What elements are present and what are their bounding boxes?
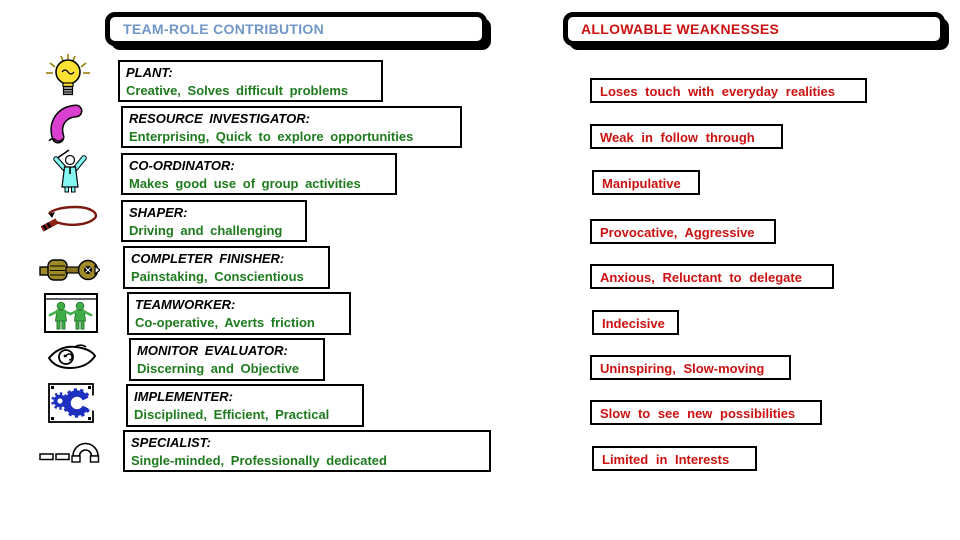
conductor-icon [53, 149, 87, 193]
role-description: Makes good use of group activities [129, 176, 361, 191]
role-description: Creative, Solves difficult problems [126, 83, 349, 98]
role-title: IMPLEMENTER: [134, 389, 233, 404]
people-together-icon [44, 293, 98, 333]
weakness-label: Limited in Interests [602, 452, 730, 467]
weakness-label: Weak in follow through [600, 130, 755, 145]
eye-icon [47, 344, 97, 370]
telephone-icon [48, 104, 83, 144]
weakness-box-plant: Loses touch with everyday realities [590, 78, 867, 103]
role-title: MONITOR EVALUATOR: [137, 343, 288, 358]
role-box-resource-investigator: RESOURCE INVESTIGATOR: Enterprising, Qui… [121, 106, 462, 148]
hand-wrench-icon [39, 259, 100, 281]
role-description: Discerning and Objective [137, 361, 300, 376]
role-title: PLANT: [126, 65, 173, 80]
weakness-label: Provocative, Aggressive [600, 225, 755, 240]
weakness-label: Uninspiring, Slow-moving [600, 361, 765, 376]
role-box-shaper: SHAPER: Driving and challenging [121, 200, 307, 242]
magnet-icon [39, 442, 100, 463]
whip-icon [40, 205, 98, 232]
weakness-box-monitor-evaluator: Uninspiring, Slow-moving [590, 355, 791, 380]
role-description: Co-operative, Averts friction [135, 315, 315, 330]
role-box-implementer: IMPLEMENTER: Disciplined, Efficient, Pra… [126, 384, 364, 427]
role-title: TEAMWORKER: [135, 297, 236, 312]
header-allowable-weaknesses: ALLOWABLE WEAKNESSES [563, 12, 945, 46]
role-description: Driving and challenging [129, 223, 283, 238]
role-box-plant: PLANT: Creative, Solves difficult proble… [118, 60, 383, 102]
role-description: Enterprising, Quick to explore opportuni… [129, 129, 414, 144]
role-title: SPECIALIST: [131, 435, 211, 450]
role-title: COMPLETER FINISHER: [131, 251, 285, 266]
weakness-label: Loses touch with everyday realities [600, 84, 835, 99]
role-description: Painstaking, Conscientious [131, 269, 304, 284]
weakness-box-specialist: Limited in Interests [592, 446, 757, 471]
weakness-box-co-ordinator: Manipulative [592, 170, 700, 195]
role-title: CO-ORDINATOR: [129, 158, 235, 173]
weakness-label: Anxious, Reluctant to delegate [600, 270, 802, 285]
role-description: Disciplined, Efficient, Practical [134, 407, 330, 422]
weakness-box-teamworker: Indecisive [592, 310, 679, 335]
weakness-box-shaper: Provocative, Aggressive [590, 219, 776, 244]
weakness-box-implementer: Slow to see new possibilities [590, 400, 822, 425]
lightbulb-icon [46, 54, 90, 96]
header-allowable-weaknesses-label: ALLOWABLE WEAKNESSES [581, 21, 780, 37]
header-team-role-contribution-label: TEAM-ROLE CONTRIBUTION [123, 21, 325, 37]
role-box-monitor-evaluator: MONITOR EVALUATOR: Discerning and Object… [129, 338, 325, 381]
header-team-role-contribution: TEAM-ROLE CONTRIBUTION [105, 12, 487, 46]
role-box-completer-finisher: COMPLETER FINISHER: Painstaking, Conscie… [123, 246, 330, 289]
role-title: SHAPER: [129, 205, 188, 220]
role-title: RESOURCE INVESTIGATOR: [129, 111, 310, 126]
weakness-label: Indecisive [602, 316, 665, 331]
role-box-co-ordinator: CO-ORDINATOR: Makes good use of group ac… [121, 153, 397, 195]
gears-icon [48, 383, 94, 423]
role-description: Single-minded, Professionally dedicated [131, 453, 387, 468]
role-box-teamworker: TEAMWORKER: Co-operative, Averts frictio… [127, 292, 351, 335]
weakness-label: Slow to see new possibilities [600, 406, 796, 421]
weakness-label: Manipulative [602, 176, 681, 191]
role-box-specialist: SPECIALIST: Single-minded, Professionall… [123, 430, 491, 472]
weakness-box-resource-investigator: Weak in follow through [590, 124, 783, 149]
weakness-box-completer-finisher: Anxious, Reluctant to delegate [590, 264, 834, 289]
